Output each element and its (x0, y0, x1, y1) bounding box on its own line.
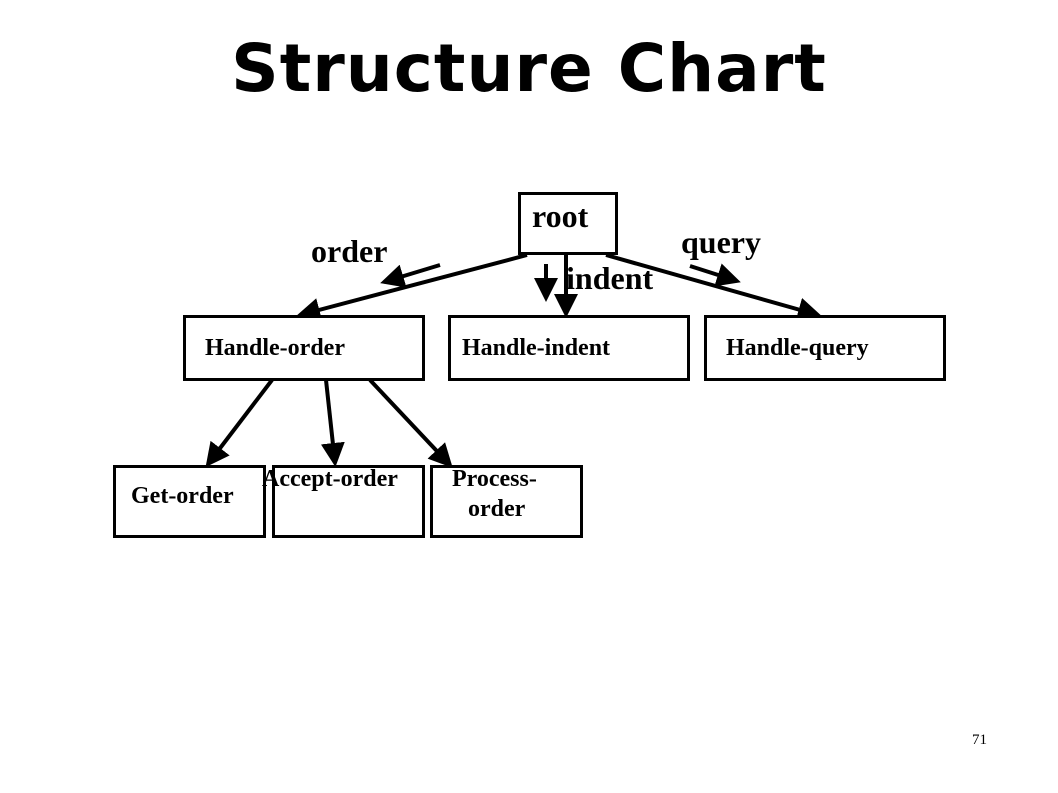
module-root (518, 192, 618, 255)
data-flow-arrow-query (689, 263, 741, 287)
module-process-order (430, 465, 583, 538)
module-handle-query (704, 315, 946, 381)
connector-root-to-handle-query (605, 253, 822, 322)
module-get-order (113, 465, 266, 538)
module-handle-order-label: Handle-order (205, 335, 345, 361)
slide-title: Structure Chart (231, 30, 827, 107)
module-process-order-label-line2: order (468, 496, 526, 522)
module-accept-order (272, 465, 425, 538)
module-handle-query-label: Handle-query (726, 335, 869, 361)
module-handle-indent (448, 315, 690, 381)
page-number: 71 (972, 732, 987, 748)
data-flow-label-order: order (311, 233, 388, 269)
module-handle-indent-label: Handle-indent (462, 335, 611, 361)
module-root-label: root (532, 198, 589, 234)
connector-handle-order-to-process-order (368, 378, 453, 468)
data-flow-label-indent: indent (566, 260, 654, 296)
module-handle-order (183, 315, 425, 381)
data-flow-label-query: query (681, 224, 761, 260)
connector-handle-order-to-get-order (205, 378, 274, 468)
connector-root-to-handle-order (296, 253, 528, 322)
module-accept-order-label: Accept-order (262, 466, 398, 492)
data-flow-arrow-order (380, 263, 441, 288)
module-get-order-label: Get-order (131, 483, 234, 509)
module-process-order-label-line1: Process- (452, 466, 537, 492)
connector-handle-order-to-accept-order (320, 379, 345, 467)
